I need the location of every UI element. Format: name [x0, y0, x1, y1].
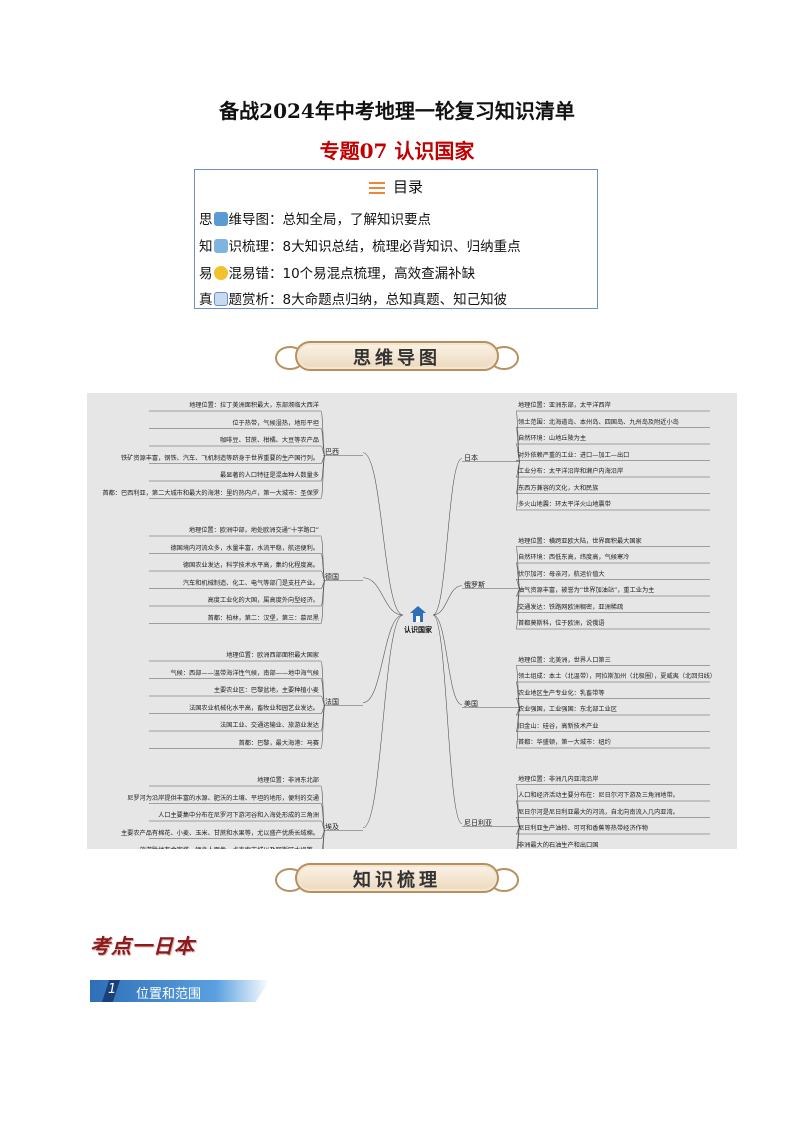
mindmap-banner: 思维导图 [275, 338, 519, 374]
mind-map-leaf: 人口主要集中分布在尼罗河下游河谷和入海处形成的三角洲 [158, 812, 319, 819]
mind-map-leaf: 非洲最大的石油生产和出口国 [518, 841, 599, 849]
mind-map-leaf: 地理位置：北美洲，世界人口第三 [518, 656, 611, 664]
mind-map-leaf: 地理位置：横跨亚欧大陆，世界面积最大国家 [518, 537, 642, 545]
mind-map-leaf: 地理位置：欧洲西部面积最大国家 [226, 652, 319, 659]
mind-map-country-r1: 俄罗斯 [464, 580, 485, 589]
mind-map-leaf: 人口和经济活动主要分布在：尼日尔河下游及三角洲地带。 [518, 792, 679, 799]
mind-map-leaf: 法国农业机械化水平高，畜牧业和园艺业发达。 [189, 704, 319, 712]
mind-map-leaf: 地理位置：非洲东北部 [257, 777, 319, 784]
mind-map-country-l2: 法国 [325, 697, 339, 706]
mind-map-leaf: 多火山地震：环太平洋火山地震带 [518, 501, 611, 508]
mind-map-leaf: 汽车和机械制造、化工、电气等部门是支柱产业。 [182, 579, 319, 587]
mind-map-leaf: 对外依赖严重的工业：进口—加工—出口 [518, 451, 630, 459]
mind-map-leaf: 尼罗河为沿岸提供丰富的水源、肥沃的土壤、平坦的地形，便利的交通 [127, 794, 319, 802]
mind-map-leaf: 地理位置：亚洲东部，太平洋西岸 [518, 402, 611, 409]
toc-row-mistakes[interactable]: 易混易错：10个易混点梳理，高效查漏补缺 [199, 266, 476, 282]
mind-map-leaf: 地理位置：欧洲中部，地处欧洲交通“十字路口” [188, 527, 319, 534]
toc-row-mindmap[interactable]: 思维导图：总知全局，了解知识要点 [199, 212, 431, 228]
mind-map-leaf: 尼日尔河是尼日利亚最大的河流，自北向南流入几内亚湾。 [518, 808, 679, 816]
mind-map-leaf: 咖啡豆、甘蔗、柑橘、大豆等农产品 [220, 437, 319, 444]
mind-map-leaf: 旅游胜地有金字塔、狮身人面像、卢克索古城以及阿斯旺水坝等。 [140, 847, 319, 849]
mind-map-leaf: 农业地区生产专业化：乳畜带等 [518, 689, 605, 697]
mind-map-leaf: 德国农业发达，科学技术水平高，集约化程度高。 [182, 562, 319, 569]
knowledge-banner: 知识梳理 [275, 860, 519, 896]
mind-map-leaf: 农业强国，工业强国：东北部工业区 [518, 706, 617, 713]
mind-map-leaf: 首都：巴黎，最大海港：马赛 [238, 739, 319, 747]
mind-map-leaf: 最显著的人口特征是混血种人数量多 [220, 472, 319, 479]
document-icon [213, 292, 228, 306]
mind-map-leaf: 交通发达：铁路网欧洲稠密，亚洲稀疏 [518, 603, 624, 611]
mind-map-leaf: 主要农业区：巴黎盆地，主要种植小麦 [213, 687, 319, 694]
mind-map-leaf: 位于热带，气候湿热，地形平坦 [232, 419, 319, 427]
mind-map-country-l3: 埃及 [325, 822, 339, 831]
mind-map-leaf: 首都：巴西利亚，第二大城市和最大的海港：里约热内卢，第一大城市：圣保罗 [102, 489, 319, 497]
mind-map-leaf: 自然环境：西低东高，纬度高，气候寒冷 [518, 554, 630, 561]
page-title: 备战2024年中考地理一轮复习知识清单 [219, 99, 575, 123]
mindmap-icon [213, 212, 228, 226]
book-icon [213, 239, 228, 253]
mind-map-leaf: 工业分布：太平洋沿岸和濑户内海沿岸 [518, 468, 624, 475]
mind-map-leaf: 铁矿资源丰富，钢铁、汽车、飞机制造等跻身于世界重要的生产国行列。 [121, 454, 319, 462]
section-heading: 1 位置和范围 [90, 980, 270, 1002]
mind-map-country-r0: 日本 [464, 453, 478, 462]
mind-map-leaf: 领土组成：本土（北温带），阿拉斯加州（北极圈），夏威夷（北回归线） [518, 673, 716, 680]
kaodian-heading: 考点一日本 [90, 934, 195, 958]
toc-row-knowledge[interactable]: 知识梳理：8大知识总结，梳理必背知识、归纳重点 [199, 239, 521, 255]
page-subtitle: 专题07 认识国家 [319, 139, 475, 163]
mind-map-leaf: 首都：华盛顿，第一大城市：纽约 [518, 739, 611, 746]
mind-map-leaf: 伏尔加河：母亲河，航运价值大 [518, 570, 605, 578]
mind-map-leaf: 首都：柏林，第二：汉堡，第三：慕尼黑 [207, 614, 319, 622]
mind-map-connectors [149, 410, 710, 849]
toc-row-exam[interactable]: 真题赏析：8大命题点归纳，总知真题、知己知彼 [199, 292, 508, 308]
list-icon [368, 181, 385, 194]
mind-map-leaf: 高度工业化的大国，属高度外向型经济。 [207, 597, 319, 604]
mind-map: 认识国家 巴西 地理位置：拉丁美洲面积最大，东部濒临大西洋位于热带，气候湿热，地形… [87, 393, 737, 849]
mind-map-leaf: 地理位置：非洲几内亚湾沿岸 [518, 775, 599, 783]
mind-map-leaf: 主要农产品有棉花、小麦、玉米、甘蔗和水果等，尤以盛产优质长绒棉。 [121, 829, 319, 837]
mind-map-leaf: 尼日利亚生产油棕、可可和香蕉等热带经济作物 [518, 825, 648, 832]
mind-map-leaf: 旧金山：硅谷，高新技术产业 [518, 722, 599, 730]
mind-map-country-l0: 巴西 [325, 447, 339, 456]
mind-map-country-r3: 尼日利亚 [464, 818, 492, 827]
mind-map-leaf: 地理位置：拉丁美洲面积最大，东部濒临大西洋 [189, 402, 319, 409]
mind-map-leaf: 气候：西部——温带海洋性气候，南部——地中海气候 [170, 669, 320, 677]
mind-map-leaf: 领土范围：北海道岛、本州岛、四国岛、九州岛及附近小岛 [518, 418, 679, 426]
section-label: 位置和范围 [136, 987, 202, 1002]
mind-map-leaf: 自然环境：山地丘陵为主 [518, 435, 587, 442]
mind-map-center: 认识国家 [397, 605, 439, 635]
mind-map-country-l1: 德国 [325, 572, 339, 581]
home-icon [409, 605, 427, 623]
mind-map-leaf: 东西方兼容的文化，大和民族 [518, 484, 599, 492]
mind-map-leaf: 法国工业、交通运输业、旅游业发达 [220, 722, 319, 729]
mind-map-country-r2: 美国 [464, 699, 478, 708]
mind-map-leaf: 德国境内河流众多，水量丰富，水流平稳，航运便利。 [170, 544, 320, 552]
table-of-contents: 目录 思维导图：总知全局，了解知识要点 知识梳理：8大知识总结，梳理必背知识、归… [194, 169, 598, 309]
mind-map-leaf: 首都莫斯科，位于欧洲，说俄语 [518, 620, 605, 627]
star-icon [213, 266, 228, 280]
mind-map-leaf: 油气资源丰富，被誉为“世界加油站”，重工业为主 [518, 587, 655, 594]
toc-heading: 目录 [195, 176, 597, 197]
